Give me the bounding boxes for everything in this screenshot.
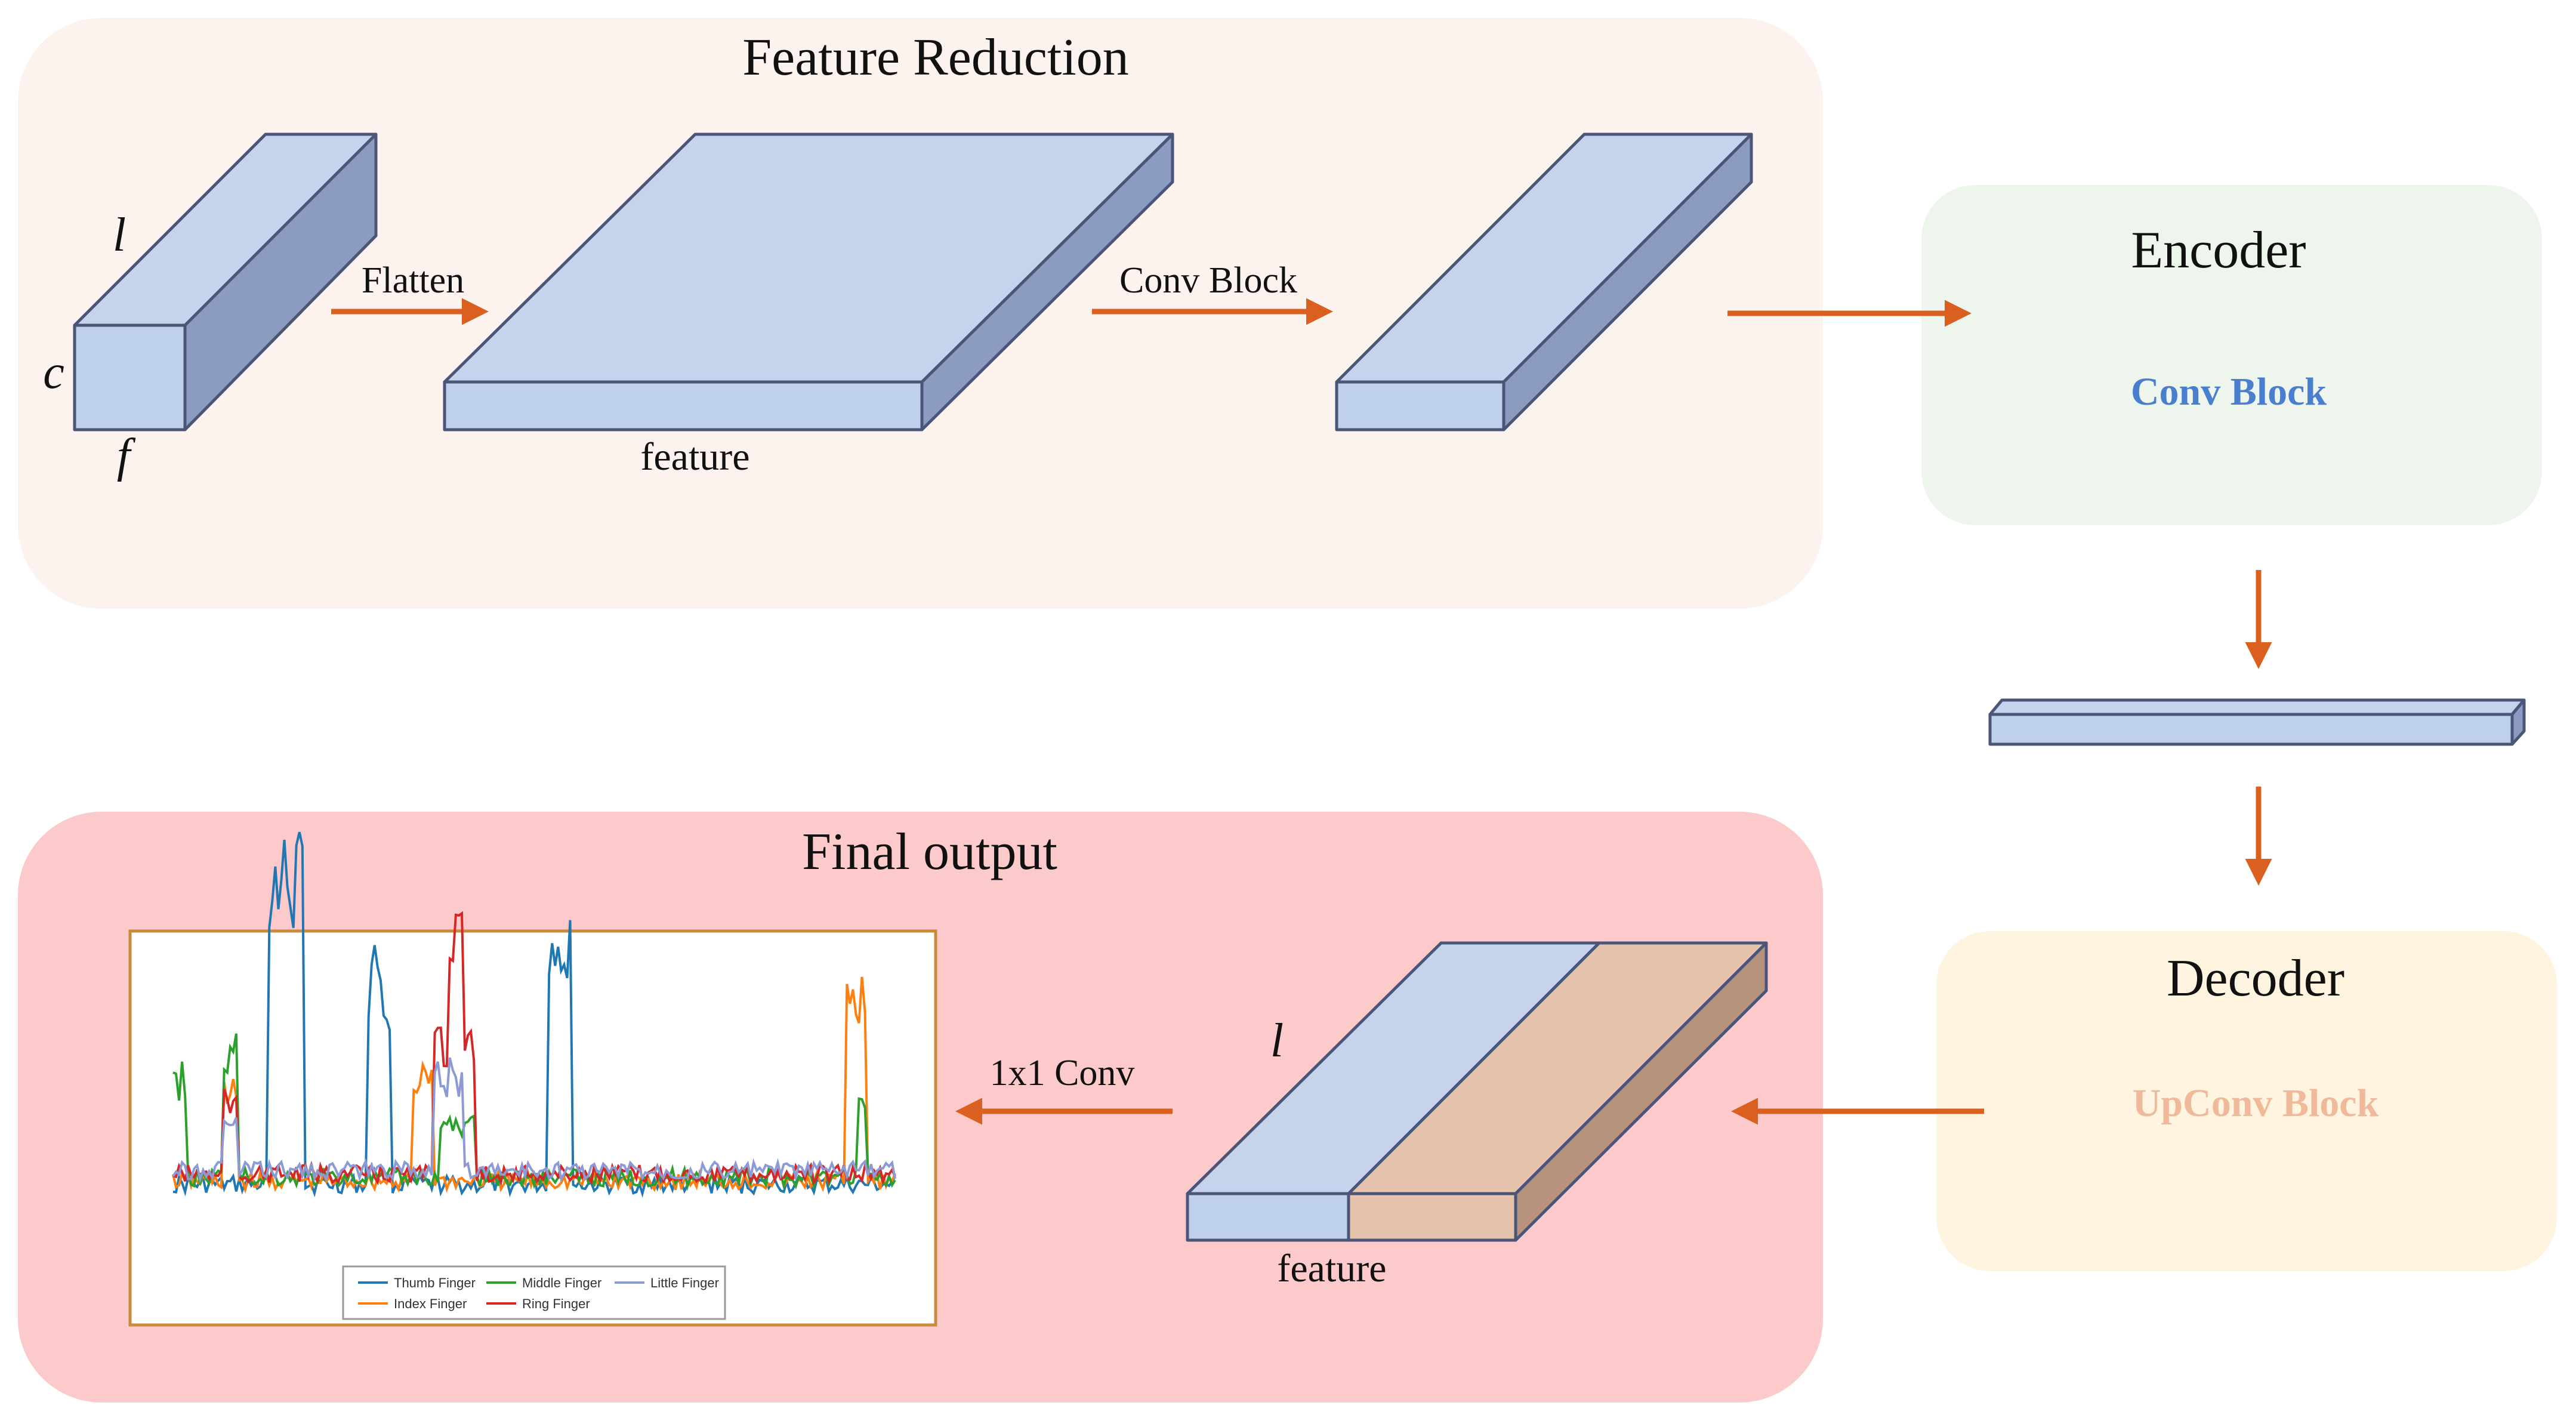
legend-label-ring-finger: Ring Finger: [522, 1296, 590, 1311]
bottleneck-block: [1988, 698, 2526, 746]
decoded-feature-block: [1186, 941, 1768, 1242]
feature-label-bottom: feature: [1277, 1247, 1386, 1290]
final-output-title: Final output: [802, 823, 1057, 881]
dim-c-label: c: [43, 346, 64, 399]
encoder-title: Encoder: [2131, 221, 2306, 279]
series-line-little-finger: [172, 1057, 896, 1184]
chart-legend-box: [342, 1265, 726, 1320]
encoder-panel: [1921, 185, 2542, 525]
input-tensor-block: [73, 132, 378, 432]
decoder-title: Decoder: [2167, 950, 2344, 1007]
encoder-conv-block-label: Conv Block: [2131, 370, 2327, 414]
reduced-feature-block: [1335, 132, 1753, 432]
chart-lines: [172, 831, 896, 1198]
legend-label-thumb-finger: Thumb Finger: [394, 1275, 476, 1290]
output-chart-frame: [128, 929, 937, 1327]
conv-block-label: Conv Block: [1119, 260, 1297, 301]
legend-label-middle-finger: Middle Finger: [522, 1275, 601, 1290]
feature-reduction-title: Feature Reduction: [742, 29, 1129, 87]
dim-l-label: l: [113, 209, 126, 261]
decoder-panel: [1936, 931, 2557, 1271]
decoder-upconv-block-label: UpConv Block: [2133, 1081, 2379, 1125]
conv-1x1-label: 1x1 Conv: [990, 1053, 1135, 1093]
legend-label-little-finger: Little Finger: [650, 1275, 719, 1290]
feature-label-top: feature: [640, 435, 749, 479]
flatten-label: Flatten: [362, 260, 464, 301]
dim-l-bottom-label: l: [1270, 1015, 1284, 1067]
flattened-feature-block: [443, 132, 1174, 432]
legend-label-index-finger: Index Finger: [394, 1296, 467, 1311]
